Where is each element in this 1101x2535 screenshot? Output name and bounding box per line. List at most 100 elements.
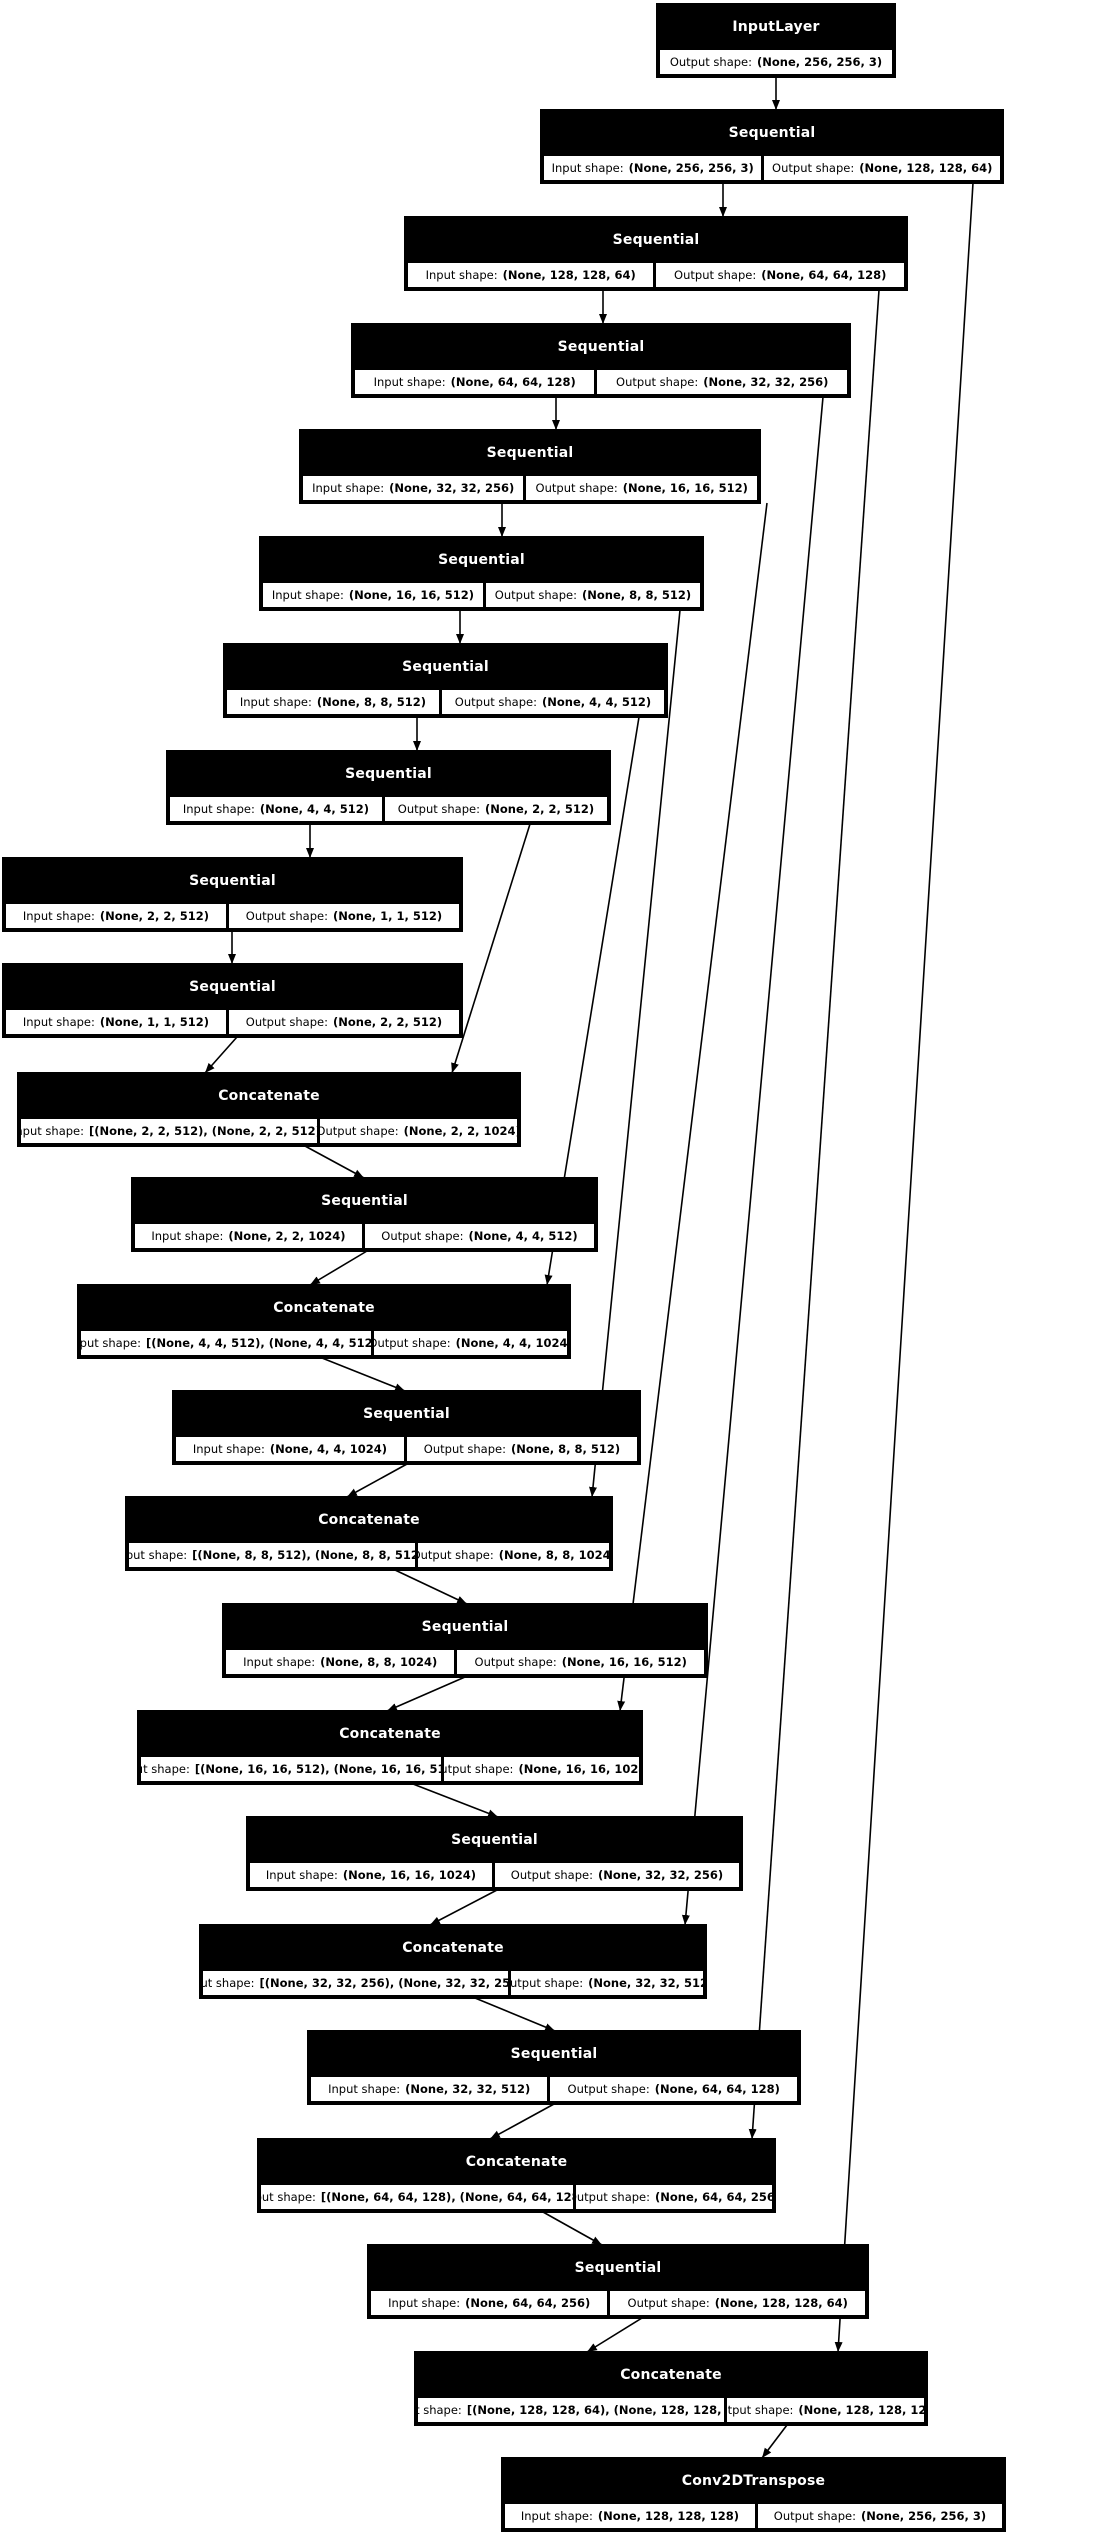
input-shape-cell: Input shape:[(None, 4, 4, 512), (None, 4…: [81, 1331, 372, 1355]
output-shape-label: Output shape:: [669, 55, 753, 69]
input-shape-value: [(None, 32, 32, 256), (None, 32, 32, 256…: [259, 1976, 509, 1990]
input-shape-cell: Input shape: [(None, 16, 16, 512), (None,…: [141, 1757, 441, 1781]
input-shape-label: Input shape:: [22, 909, 95, 923]
shape-cells: Input shape: [(None, 16, 16, 512), (None,…: [141, 1757, 639, 1781]
shape-cells: Input shape:(None, 8, 8, 512)Output shap…: [227, 690, 665, 714]
output-shape-cell: Output shape:(None, 8, 8, 512): [406, 1437, 638, 1461]
layer-type-label: Conv2DTranspose: [681, 2473, 826, 2489]
layer-node-concat3: ConcatenateInput shape:[(None, 8, 8, 512…: [126, 1497, 612, 1570]
output-shape-cell: Output shape:(None, 32, 32, 256): [494, 1863, 740, 1887]
input-shape-label: Input shape:: [418, 2403, 462, 2417]
input-shape-cell: Input shape:(None, 16, 16, 1024): [250, 1863, 492, 1887]
edge-seq5-to-concat3: [589, 609, 681, 1498]
output-shape-label: Output shape:: [727, 2403, 794, 2417]
output-shape-value: (None, 16, 16, 512): [561, 1655, 687, 1669]
input-shape-label: Input shape:: [141, 1762, 190, 1776]
layer-type-label: InputLayer: [732, 19, 820, 35]
shape-cells: Input shape:[(None, 2, 2, 512), (None, 2…: [21, 1119, 517, 1143]
input-shape-value: (None, 64, 64, 128): [450, 375, 576, 389]
input-shape-value: (None, 128, 128, 64): [502, 268, 636, 282]
input-shape-cell: Input shape:(None, 8, 8, 512): [227, 690, 439, 714]
layer-type-label: Concatenate: [318, 1512, 420, 1528]
output-shape-cell: Output shape:(None, 64, 64, 128): [550, 2077, 798, 2101]
edge-concat6-to-seq15: [542, 2211, 603, 2246]
input-shape-label: Input shape:: [373, 375, 446, 389]
input-shape-label: Input shape:: [312, 481, 385, 495]
shape-cells: Input shape:(None, 4, 4, 512)Output shap…: [170, 797, 608, 821]
shape-cells: Input shape:(None, 8, 8, 1024)Output sha…: [226, 1650, 705, 1674]
edge-seq2-to-concat6: [748, 289, 880, 2140]
input-shape-value: [(None, 16, 16, 512), (None, 16, 16, 512…: [194, 1762, 441, 1776]
output-shape-label: Output shape:: [511, 1976, 584, 1990]
output-shape-label: Output shape:: [627, 2296, 710, 2310]
output-shape-value: (None, 16, 16, 1024): [518, 1762, 639, 1776]
shape-cells: Input shape:(None, 32, 32, 512)Output sh…: [311, 2077, 798, 2101]
input-shape-label: Input shape:: [328, 2082, 401, 2096]
shape-cells: Input shape: [(None, 32, 32, 256), (None,…: [203, 1971, 703, 1995]
input-shape-label: Input shape:: [151, 1229, 224, 1243]
input-shape-cell: Input shape:(None, 128, 128, 128): [505, 2504, 755, 2528]
input-shape-cell: Input shape:[(None, 8, 8, 512), (None, 8…: [129, 1543, 416, 1567]
input-shape-label: Input shape:: [388, 2296, 461, 2310]
input-shape-cell: Input shape: (None, 64, 64, 128): [355, 370, 595, 394]
layer-type-label: Concatenate: [465, 2154, 568, 2170]
output-shape-value: (None, 128, 128, 64): [714, 2296, 848, 2310]
input-shape-label: Input shape:: [271, 588, 344, 602]
shape-cells: Output shape:(None, 256, 256, 3): [660, 50, 892, 74]
edge-concat5-to-seq14: [474, 1997, 556, 2032]
shape-cells: Input shape:(None, 128, 128, 128)Output …: [505, 2504, 1003, 2528]
layer-type-label: Sequential: [402, 659, 489, 675]
input-shape-label: Input shape:: [129, 1548, 188, 1562]
output-shape-label: Output shape:: [576, 2190, 651, 2204]
input-shape-cell: Input shape: [(None, 32, 32, 256), (None,…: [203, 1971, 509, 1995]
output-shape-value: (None, 2, 2, 512): [332, 1015, 443, 1029]
edge-concat1-to-seq10: [304, 1145, 365, 1179]
shape-cells: Input shape:(None, 2, 2, 512)Output shap…: [6, 904, 460, 928]
layer-type-label: Sequential: [438, 552, 525, 568]
edge-concat3-to-seq12: [394, 1569, 468, 1605]
input-shape-value: [(None, 4, 4, 512), (None, 4, 4, 512)]: [145, 1336, 372, 1350]
input-shape-label: Input shape:: [203, 1976, 255, 1990]
input-shape-label: Input shape:: [243, 1655, 316, 1669]
output-shape-cell: Output shape: (None, 128, 128, 64): [610, 2291, 866, 2315]
output-shape-label: Output shape:: [423, 1442, 506, 1456]
output-shape-value: (None, 64, 64, 128): [654, 2082, 780, 2096]
output-shape-value: (None, 256, 256, 3): [860, 2509, 987, 2523]
layer-type-label: Sequential: [728, 125, 816, 141]
output-shape-label: Output shape:: [535, 481, 618, 495]
output-shape-value: (None, 1, 1, 512): [332, 909, 443, 923]
output-shape-cell: Output shape:(None, 8, 8, 1024): [418, 1543, 609, 1567]
output-shape-cell: Output shape:(None, 8, 8, 512): [485, 583, 701, 607]
edge-seq1-to-concat7: [834, 182, 974, 2353]
output-shape-cell: Output shape:(None, 128, 128, 64): [764, 156, 1001, 180]
output-shape-value: (None, 32, 32, 512): [588, 1976, 703, 1990]
input-shape-value: (None, 8, 8, 512): [316, 695, 427, 709]
output-shape-cell: Output shape:(None, 64, 64, 128): [656, 263, 905, 287]
input-shape-value: (None, 16, 16, 512): [348, 588, 475, 602]
layer-node-concat7: ConcatenateInput shape:[(None, 128, 128,…: [415, 2352, 927, 2425]
input-shape-label: Input shape:: [192, 1442, 265, 1456]
input-shape-label: Input shape:: [520, 2509, 593, 2523]
output-shape-cell: Output shape:(None, 256, 256, 3): [757, 2504, 1003, 2528]
input-shape-cell: Input shape:(None, 4, 4, 512): [170, 797, 382, 821]
input-shape-cell: Input shape:(None, 32, 32, 512): [311, 2077, 548, 2101]
shape-cells: Input shape:(None, 64, 64, 128)Output sh…: [355, 370, 848, 394]
shape-cells: Input shape:(None, 1, 1, 512)Output shap…: [6, 1010, 460, 1034]
input-shape-value: (None, 64, 64, 256): [465, 2296, 591, 2310]
output-shape-value: (None, 8, 8, 512): [581, 588, 692, 602]
input-shape-value: (None, 8, 8, 1024): [320, 1655, 438, 1669]
layer-type-label: Sequential: [345, 766, 432, 782]
layer-type-label: Sequential: [363, 1406, 450, 1422]
input-shape-value: [(None, 2, 2, 512), (None, 2, 2, 512)]: [89, 1124, 318, 1138]
layer-type-label: Sequential: [612, 232, 700, 248]
input-shape-cell: Input shape:(None, 32, 32, 256): [303, 476, 524, 500]
shape-cells: Input shape: (None, 64, 64, 256) Output sh…: [371, 2291, 866, 2315]
layer-type-label: Sequential: [451, 1832, 538, 1848]
